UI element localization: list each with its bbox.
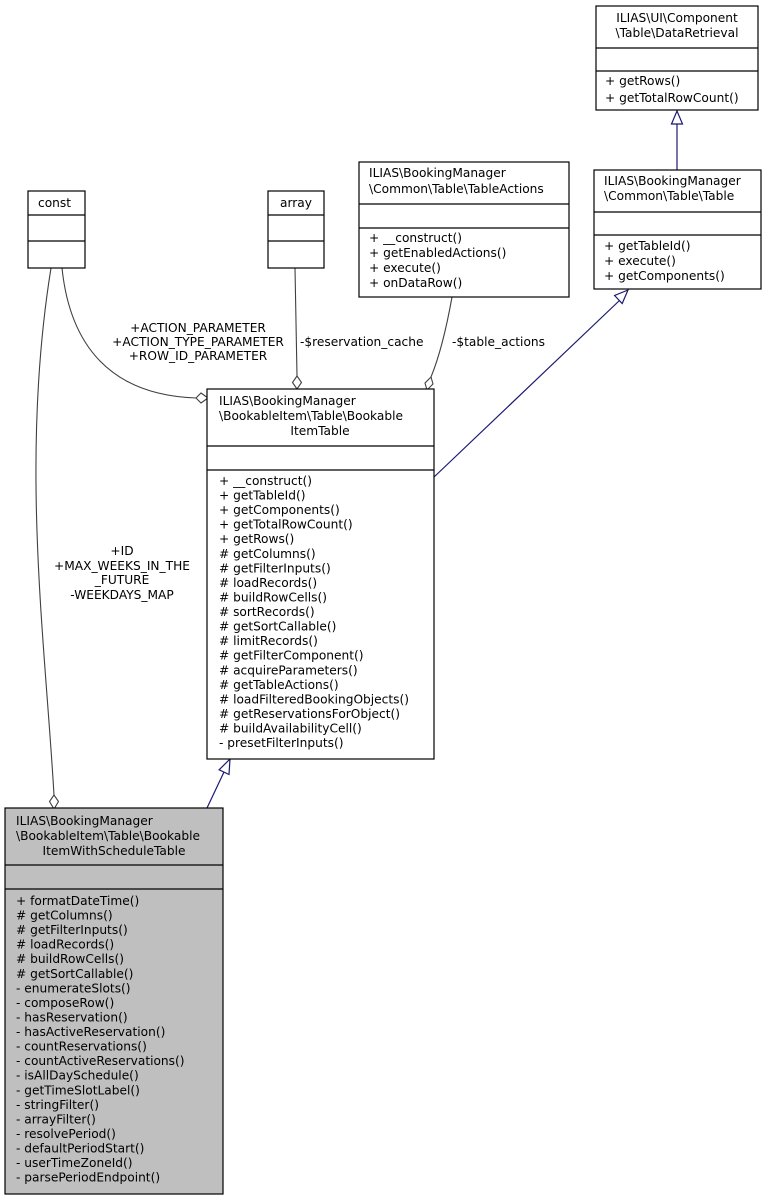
class-box-const[interactable]: const <box>27 190 86 269</box>
class-box-table-actions[interactable]: ILIAS\BookingManager \Common\Table\Table… <box>358 161 570 298</box>
method-item: + getEnabledActions() <box>369 246 506 260</box>
class-box-bookable-item-table[interactable]: ILIAS\BookingManager \BookableItem\Table… <box>206 388 435 760</box>
aggregation-diamond <box>48 794 60 811</box>
method-item: - countReservations() <box>16 1040 147 1054</box>
method-item: # getSortCallable() <box>219 620 336 634</box>
aggregation-diamond <box>424 375 434 392</box>
method-item: + getTotalRowCount() <box>219 518 353 532</box>
edge-scheduletable-inherits-bookableitemtable <box>206 757 231 809</box>
method-item: - countActiveReservations() <box>16 1054 185 1068</box>
inheritance-arrowhead <box>613 288 630 305</box>
class-name-line: ILIAS\BookingManager <box>219 394 357 408</box>
method-item: - isAllDaySchedule() <box>16 1069 139 1083</box>
class-name-line: \BookableItem\Table\Bookable <box>16 829 200 843</box>
method-item: - enumerateSlots() <box>16 981 131 995</box>
method-item: + formatDateTime() <box>16 894 139 908</box>
edge-table-inherits-dataretrieval <box>670 109 684 170</box>
class-name-line: ILIAS\UI\Component <box>616 11 738 25</box>
edge-tableactions-to-bookableitemtable <box>424 296 453 392</box>
class-box-array[interactable]: array <box>267 190 325 269</box>
method-item: # loadRecords() <box>16 938 114 952</box>
method-item: - parsePeriodEndpoint() <box>16 1171 160 1185</box>
method-item: # getColumns() <box>16 909 113 923</box>
method-item: # getTableActions() <box>219 678 339 692</box>
class-box-bookable-item-with-schedule-table[interactable]: ILIAS\BookingManager \BookableItem\Table… <box>4 807 224 1195</box>
method-item: # getFilterInputs() <box>16 923 128 937</box>
method-item: - resolvePeriod() <box>16 1127 116 1141</box>
aggregation-diamond <box>195 392 209 404</box>
method-item: # getFilterComponent() <box>219 649 364 663</box>
method-item: + getTotalRowCount() <box>605 91 739 105</box>
method-item: - stringFilter() <box>16 1098 99 1112</box>
method-item: # loadRecords() <box>219 576 317 590</box>
edge-bookableitemtable-inherits-table <box>432 288 630 479</box>
method-item: + getComponents() <box>219 503 340 517</box>
method-item: + getRows() <box>219 532 294 546</box>
method-item: + execute() <box>369 261 441 275</box>
method-item: + execute() <box>604 254 676 268</box>
edge-label-line: -$reservation_cache <box>300 335 423 349</box>
class-name-line: ILIAS\BookingManager <box>369 166 507 180</box>
method-item: + getTableId() <box>219 489 305 503</box>
edge-label-const-to-table: +ACTION_PARAMETER +ACTION_TYPE_PARAMETER… <box>112 321 284 363</box>
method-item: + getComponents() <box>604 269 725 283</box>
method-item: - hasActiveReservation() <box>16 1025 165 1039</box>
method-item: # getSortCallable() <box>16 967 133 981</box>
class-name-line: \Common\Table\TableActions <box>369 182 544 196</box>
class-box-data-retrieval[interactable]: ILIAS\UI\Component \Table\DataRetrieval … <box>595 5 759 111</box>
method-item: - getTimeSlotLabel() <box>16 1083 140 1097</box>
method-item: + getTableId() <box>604 239 690 253</box>
edge-label-line: +ACTION_PARAMETER <box>130 321 266 335</box>
class-name-line: const <box>38 196 71 210</box>
method-item: + getRows() <box>605 74 680 88</box>
inheritance-arrowhead <box>670 109 684 125</box>
method-item: + onDataRow() <box>369 276 462 290</box>
class-box-common-table[interactable]: ILIAS\BookingManager \Common\Table\Table… <box>593 169 762 290</box>
class-name-line: array <box>280 196 312 210</box>
edge-label-line: +ROW_ID_PARAMETER <box>129 349 268 363</box>
method-item: # buildAvailabilityCell() <box>219 722 362 736</box>
method-item: # buildRowCells() <box>16 952 124 966</box>
edge-label-line: -$table_actions <box>452 335 545 349</box>
class-name-line: ILIAS\BookingManager <box>16 814 154 828</box>
method-item: # buildRowCells() <box>219 591 327 605</box>
class-name-line: ItemTable <box>290 424 349 438</box>
method-item: - composeRow() <box>16 996 114 1010</box>
method-item: # getColumns() <box>219 547 316 561</box>
edge-label-line: _FUTURE <box>94 573 150 587</box>
edge-label-array-to-table: -$reservation_cache <box>300 335 423 349</box>
edge-label-line: -WEEKDAYS_MAP <box>70 588 173 602</box>
edge-label-line: +MAX_WEEKS_IN_THE <box>54 559 190 573</box>
method-item: # limitRecords() <box>219 634 318 648</box>
edge-label-line: +ACTION_TYPE_PARAMETER <box>112 335 284 349</box>
method-item: # getReservationsForObject() <box>219 707 400 721</box>
class-name-line: ILIAS\BookingManager <box>604 174 742 188</box>
method-item: # getFilterInputs() <box>219 561 331 575</box>
class-name-line: \Table\DataRetrieval <box>616 26 739 40</box>
method-list: + formatDateTime()# getColumns()# getFil… <box>16 894 185 1185</box>
class-name-line: \BookableItem\Table\Bookable <box>219 409 403 423</box>
method-item: + __construct() <box>369 231 462 245</box>
method-item: - defaultPeriodStart() <box>16 1142 144 1156</box>
method-list: + __construct()+ getTableId()+ getCompon… <box>219 474 409 750</box>
edge-label-line: +ID <box>110 544 133 558</box>
class-name-line: \Common\Table\Table <box>604 189 734 203</box>
method-item: # sortRecords() <box>219 605 315 619</box>
method-item: # acquireParameters() <box>219 663 358 677</box>
edge-const-to-scheduletable <box>35 267 60 811</box>
method-item: - arrayFilter() <box>16 1112 96 1126</box>
inheritance-arrowhead <box>218 757 231 776</box>
class-name-line: ItemWithScheduleTable <box>43 844 186 858</box>
edge-label-const-to-schedule: +ID +MAX_WEEKS_IN_THE _FUTURE -WEEKDAYS_… <box>54 544 190 602</box>
method-item: - presetFilterInputs() <box>219 736 343 750</box>
edge-array-to-bookableitemtable <box>291 267 303 390</box>
method-item: - userTimeZoneId() <box>16 1156 133 1170</box>
aggregation-diamond <box>291 375 303 390</box>
edge-label-actions-to-table: -$table_actions <box>452 335 545 349</box>
method-item: - hasReservation() <box>16 1011 128 1025</box>
method-item: # loadFilteredBookingObjects() <box>219 692 409 706</box>
method-item: + __construct() <box>219 474 312 488</box>
